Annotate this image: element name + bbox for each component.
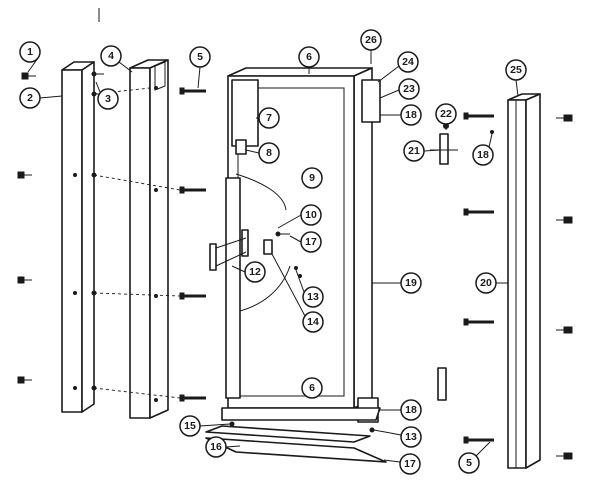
callout-label: 6 bbox=[309, 382, 315, 394]
mounting-screws-left bbox=[17, 72, 36, 384]
callout-23: 23 bbox=[398, 78, 420, 100]
callout-label: 1 bbox=[27, 46, 33, 58]
callout-17: 17 bbox=[399, 453, 421, 475]
callout-13: 13 bbox=[302, 286, 324, 308]
callout-label: 4 bbox=[108, 50, 114, 62]
callout-14: 14 bbox=[302, 311, 324, 333]
long-screws-5 bbox=[179, 87, 206, 402]
callout-label: 5 bbox=[197, 51, 203, 63]
callout-label: 12 bbox=[249, 266, 261, 278]
callout-1: 1 bbox=[19, 41, 41, 63]
callout-label: 25 bbox=[510, 64, 522, 76]
callout-6: 6 bbox=[298, 46, 320, 68]
callout-5: 5 bbox=[189, 46, 211, 68]
callout-label: 14 bbox=[307, 316, 319, 328]
callout-label: 17 bbox=[305, 236, 317, 248]
callout-label: 23 bbox=[403, 83, 415, 95]
callout-label: 7 bbox=[266, 112, 272, 124]
callout-8: 8 bbox=[258, 142, 280, 164]
callout-20: 20 bbox=[475, 272, 497, 294]
callout-25: 25 bbox=[505, 59, 527, 81]
callout-label: 9 bbox=[309, 172, 315, 184]
callout-2: 2 bbox=[19, 87, 41, 109]
jamb-strip-left bbox=[61, 61, 95, 413]
callout-label: 6 bbox=[306, 51, 312, 63]
callout-label: 20 bbox=[480, 277, 492, 289]
strike-screws bbox=[463, 112, 494, 444]
callout-7: 7 bbox=[258, 107, 280, 129]
callout-16: 16 bbox=[205, 436, 227, 458]
callout-label: 24 bbox=[402, 56, 414, 68]
callout-13: 13 bbox=[400, 426, 422, 448]
callout-10: 10 bbox=[300, 204, 322, 226]
callout-26: 26 bbox=[360, 29, 382, 51]
callout-label: 13 bbox=[405, 431, 417, 443]
callout-5: 5 bbox=[458, 452, 480, 474]
callout-3: 3 bbox=[97, 88, 119, 110]
callout-18: 18 bbox=[472, 144, 494, 166]
callout-label: 2 bbox=[27, 92, 33, 104]
callout-label: 18 bbox=[405, 404, 417, 416]
callout-19: 19 bbox=[400, 272, 422, 294]
callout-21: 21 bbox=[403, 140, 425, 162]
callout-18: 18 bbox=[400, 399, 422, 421]
callout-label: 10 bbox=[305, 209, 317, 221]
callout-17: 17 bbox=[300, 231, 322, 253]
jamb-strip-right bbox=[129, 59, 169, 419]
bottom-sill bbox=[205, 421, 387, 463]
callout-18: 18 bbox=[400, 104, 422, 126]
callout-label: 13 bbox=[307, 291, 319, 303]
wall-anchors bbox=[556, 114, 573, 460]
callout-label: 3 bbox=[105, 93, 111, 105]
callout-label: 22 bbox=[440, 108, 452, 120]
callout-label: 18 bbox=[405, 109, 417, 121]
callout-15: 15 bbox=[179, 415, 201, 437]
callout-label: 16 bbox=[210, 441, 222, 453]
leader-lines bbox=[27, 50, 519, 463]
callout-6: 6 bbox=[301, 377, 323, 399]
alignment-lines bbox=[93, 87, 181, 399]
callout-label: 26 bbox=[365, 34, 377, 46]
callout-22: 22 bbox=[435, 103, 457, 125]
callout-24: 24 bbox=[397, 51, 419, 73]
callout-label: 21 bbox=[408, 145, 420, 157]
door-handle bbox=[209, 229, 302, 278]
callout-4: 4 bbox=[100, 45, 122, 67]
callout-label: 17 bbox=[404, 458, 416, 470]
callout-label: 8 bbox=[266, 147, 272, 159]
callout-label: 15 bbox=[184, 420, 196, 432]
callout-12: 12 bbox=[244, 261, 266, 283]
strike-strip bbox=[507, 93, 541, 469]
callout-label: 5 bbox=[466, 457, 472, 469]
callout-label: 19 bbox=[405, 277, 417, 289]
callout-9: 9 bbox=[301, 167, 323, 189]
callout-label: 18 bbox=[477, 149, 489, 161]
